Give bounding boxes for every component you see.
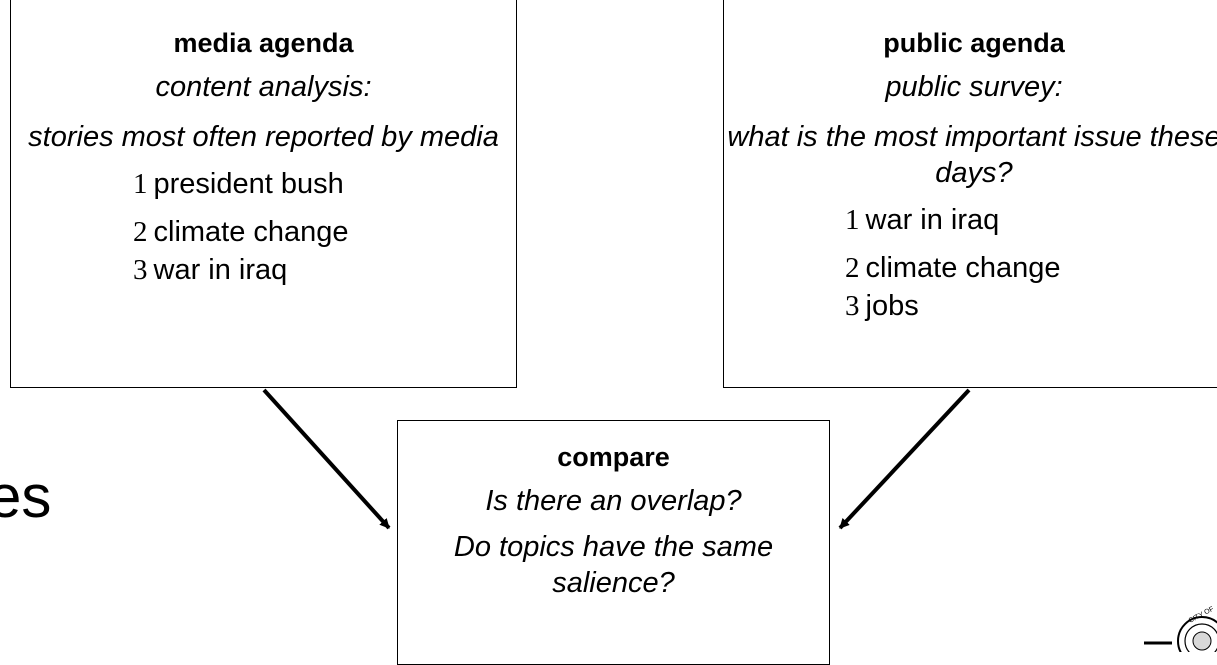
rank-label: war in iraq (865, 204, 1000, 236)
rank-label: climate change (865, 252, 1061, 284)
rank-label: war in iraq (153, 254, 288, 286)
rank-label: jobs (865, 290, 919, 322)
public-agenda-title: public agenda (883, 28, 1065, 58)
public-agenda-box: public agenda public survey: what is the… (723, 0, 1217, 388)
media-description: stories most often reported by media (28, 121, 499, 153)
rank-label: president bush (153, 168, 344, 200)
compare-question-salience: Do topics have the same salience? (453, 531, 774, 599)
rank-number: 2 (133, 216, 148, 248)
public-description: what is the most important issue these d… (727, 121, 1217, 189)
rank-label: climate change (153, 216, 349, 248)
rank-number: 3 (133, 254, 148, 286)
media-method: content analysis: (155, 71, 372, 103)
rank-number: 3 (845, 290, 860, 322)
rank-number: 1 (845, 204, 860, 236)
media-agenda-title: media agenda (173, 28, 354, 58)
compare-box: compare Is there an overlap? Do topics h… (397, 420, 830, 665)
arrow-public-to-compare (838, 388, 971, 530)
compare-title: compare (557, 442, 670, 472)
public-method: public survey: (885, 71, 1063, 103)
university-seal-icon: CITY OF (1144, 606, 1217, 652)
rank-number: 1 (133, 168, 148, 200)
arrow-media-to-compare (262, 388, 391, 530)
slide-title-fragment: es (0, 463, 52, 530)
compare-question-overlap: Is there an overlap? (485, 485, 742, 517)
media-agenda-box: media agenda content analysis: stories m… (10, 0, 517, 388)
rank-number: 2 (845, 252, 860, 284)
